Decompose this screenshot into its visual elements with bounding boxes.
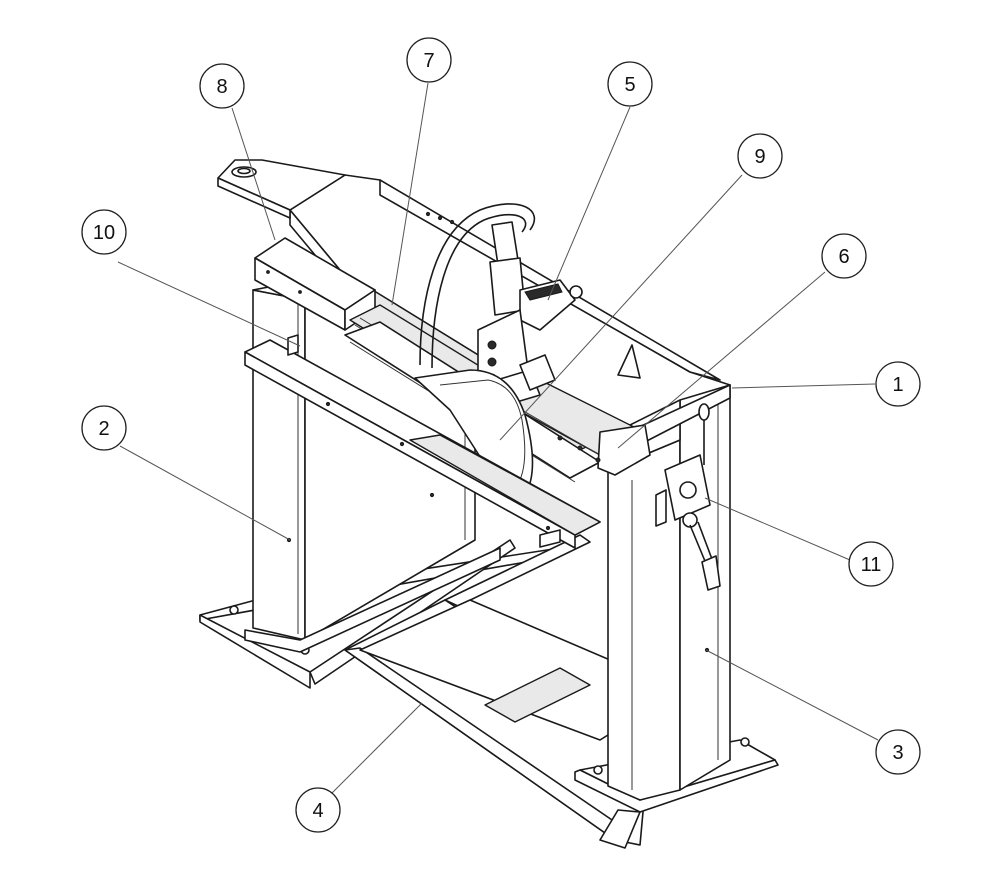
callout-3: 3 — [875, 729, 921, 775]
callout-11: 11 — [848, 541, 894, 587]
svg-text:11: 11 — [861, 554, 882, 576]
callout-8: 8 — [199, 63, 245, 109]
svg-text:4: 4 — [312, 800, 323, 822]
callout-2: 2 — [81, 405, 127, 451]
svg-text:9: 9 — [754, 146, 765, 168]
svg-text:2: 2 — [98, 418, 109, 440]
leader-lines — [117, 82, 879, 796]
callout-10: 10 — [81, 209, 127, 255]
lever-clamp — [655, 403, 721, 591]
callouts: 1 2 3 4 5 6 7 8 — [81, 37, 921, 833]
svg-text:1: 1 — [892, 374, 903, 396]
svg-text:8: 8 — [216, 76, 227, 98]
svg-text:10: 10 — [93, 222, 115, 244]
cable-hose — [419, 203, 536, 369]
svg-text:7: 7 — [423, 50, 434, 72]
callout-4: 4 — [295, 787, 341, 833]
svg-text:3: 3 — [892, 742, 903, 764]
callout-9: 9 — [737, 133, 783, 179]
svg-text:6: 6 — [838, 246, 849, 268]
callout-6: 6 — [821, 233, 867, 279]
callout-5: 5 — [607, 61, 653, 107]
front-beam — [244, 334, 601, 549]
rear-arm — [217, 159, 346, 219]
svg-text:5: 5 — [624, 74, 635, 96]
callout-1: 1 — [875, 361, 921, 407]
callout-7: 7 — [406, 37, 452, 83]
